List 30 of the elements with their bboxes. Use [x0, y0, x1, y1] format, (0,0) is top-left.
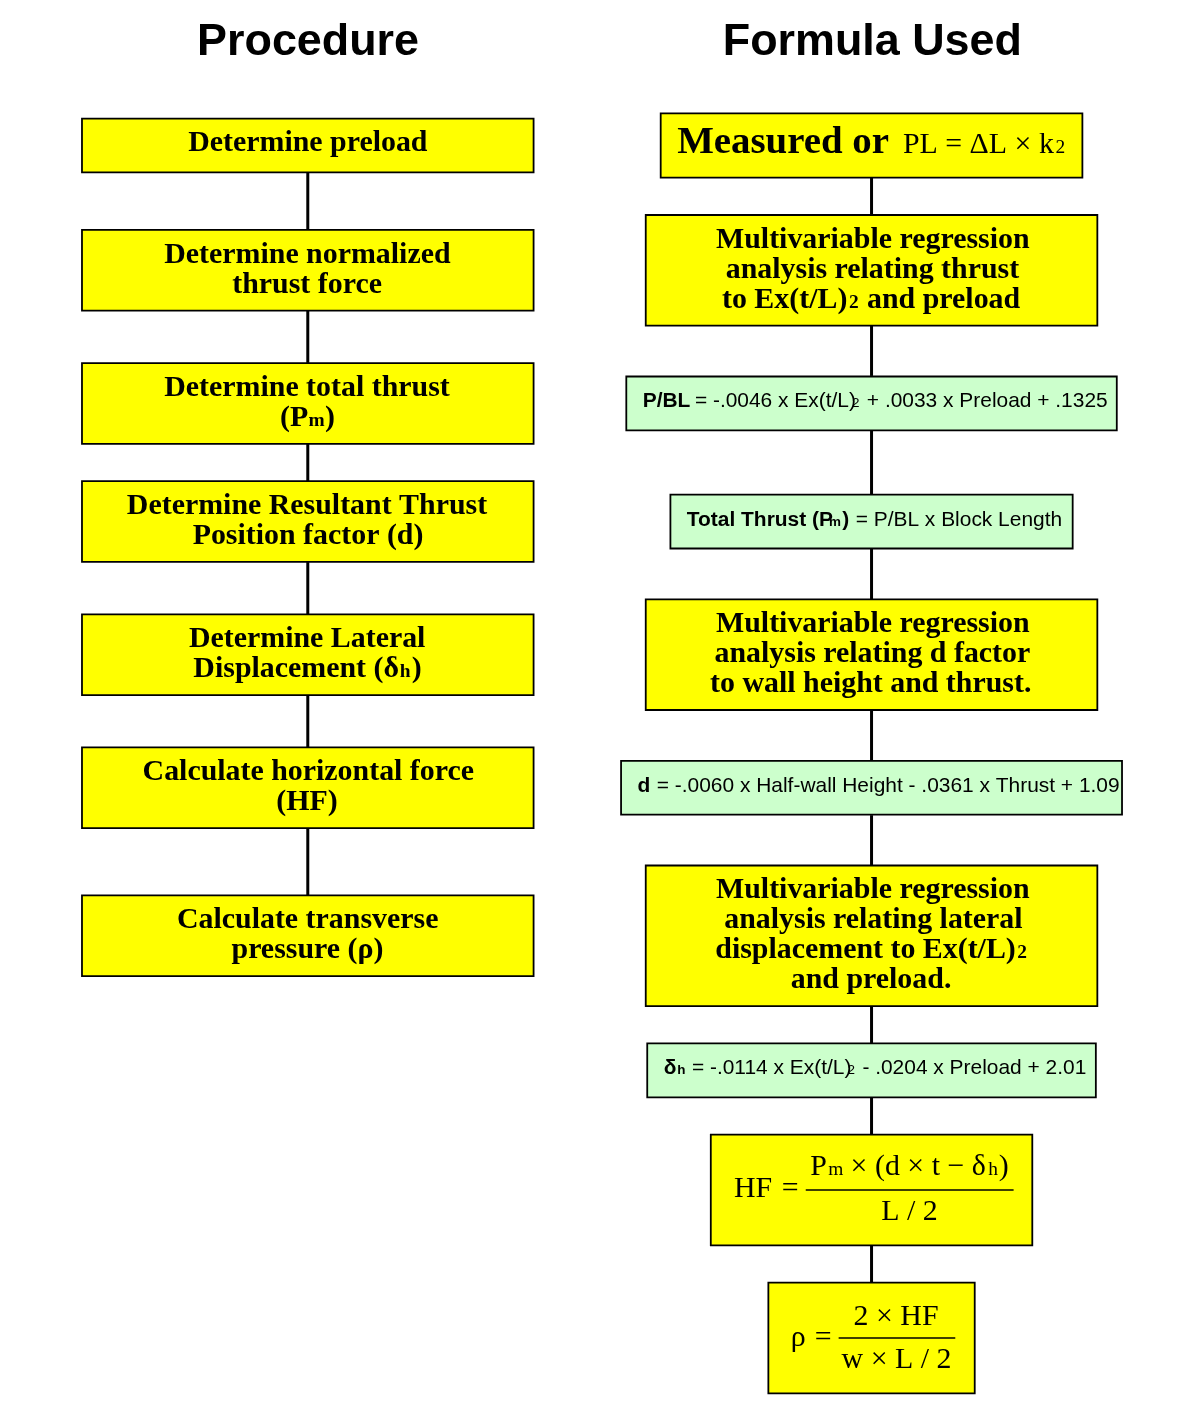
node-box: Calculate transverse pressure (ρ) — [81, 894, 535, 978]
node-box: Determine normalized thrust force — [81, 229, 535, 312]
node-box: Multivariable regression analysis relating d factor to wall height and thrust. — [644, 598, 1099, 711]
label: Formula Used — [722, 14, 1022, 65]
connector — [870, 1006, 874, 1044]
connector — [306, 310, 310, 363]
node-box: d = -.0060 x Half-wall Height - .0361 x Thrust + 1.09 — [620, 759, 1123, 816]
node-box: HF = Pm × (d × t − δh) L / 2 — [709, 1133, 1034, 1247]
connector — [870, 548, 874, 599]
connector — [870, 430, 874, 495]
connector — [306, 562, 310, 615]
node-box: Multivariable regression analysis relating thrust to Ex(t/L)2 and preload — [644, 214, 1099, 327]
connector — [306, 695, 310, 748]
connector — [306, 828, 310, 895]
connector — [306, 443, 310, 482]
connector — [870, 710, 874, 761]
connector — [870, 815, 874, 865]
node-box: Determine preload — [81, 117, 535, 174]
node-box: Determine Resultant Thrust Position factor (d) — [81, 480, 535, 563]
node-box: Multivariable regression analysis relating lateral displacement to Ex(t/L)2 and preload. — [644, 864, 1099, 1007]
connector — [306, 172, 310, 230]
node-box: Determine total thrust (Pm) — [81, 362, 535, 445]
label: Procedure — [197, 14, 420, 65]
connector — [870, 325, 874, 376]
node-box: Calculate horizontal force (HF) — [81, 746, 535, 829]
node-box: Determine Lateral Displacement (δh) — [81, 613, 535, 696]
connector — [870, 1097, 874, 1135]
connector — [870, 177, 874, 215]
node-box: Measured or PL = ΔL × k2 — [659, 112, 1084, 179]
connector — [870, 1245, 874, 1283]
